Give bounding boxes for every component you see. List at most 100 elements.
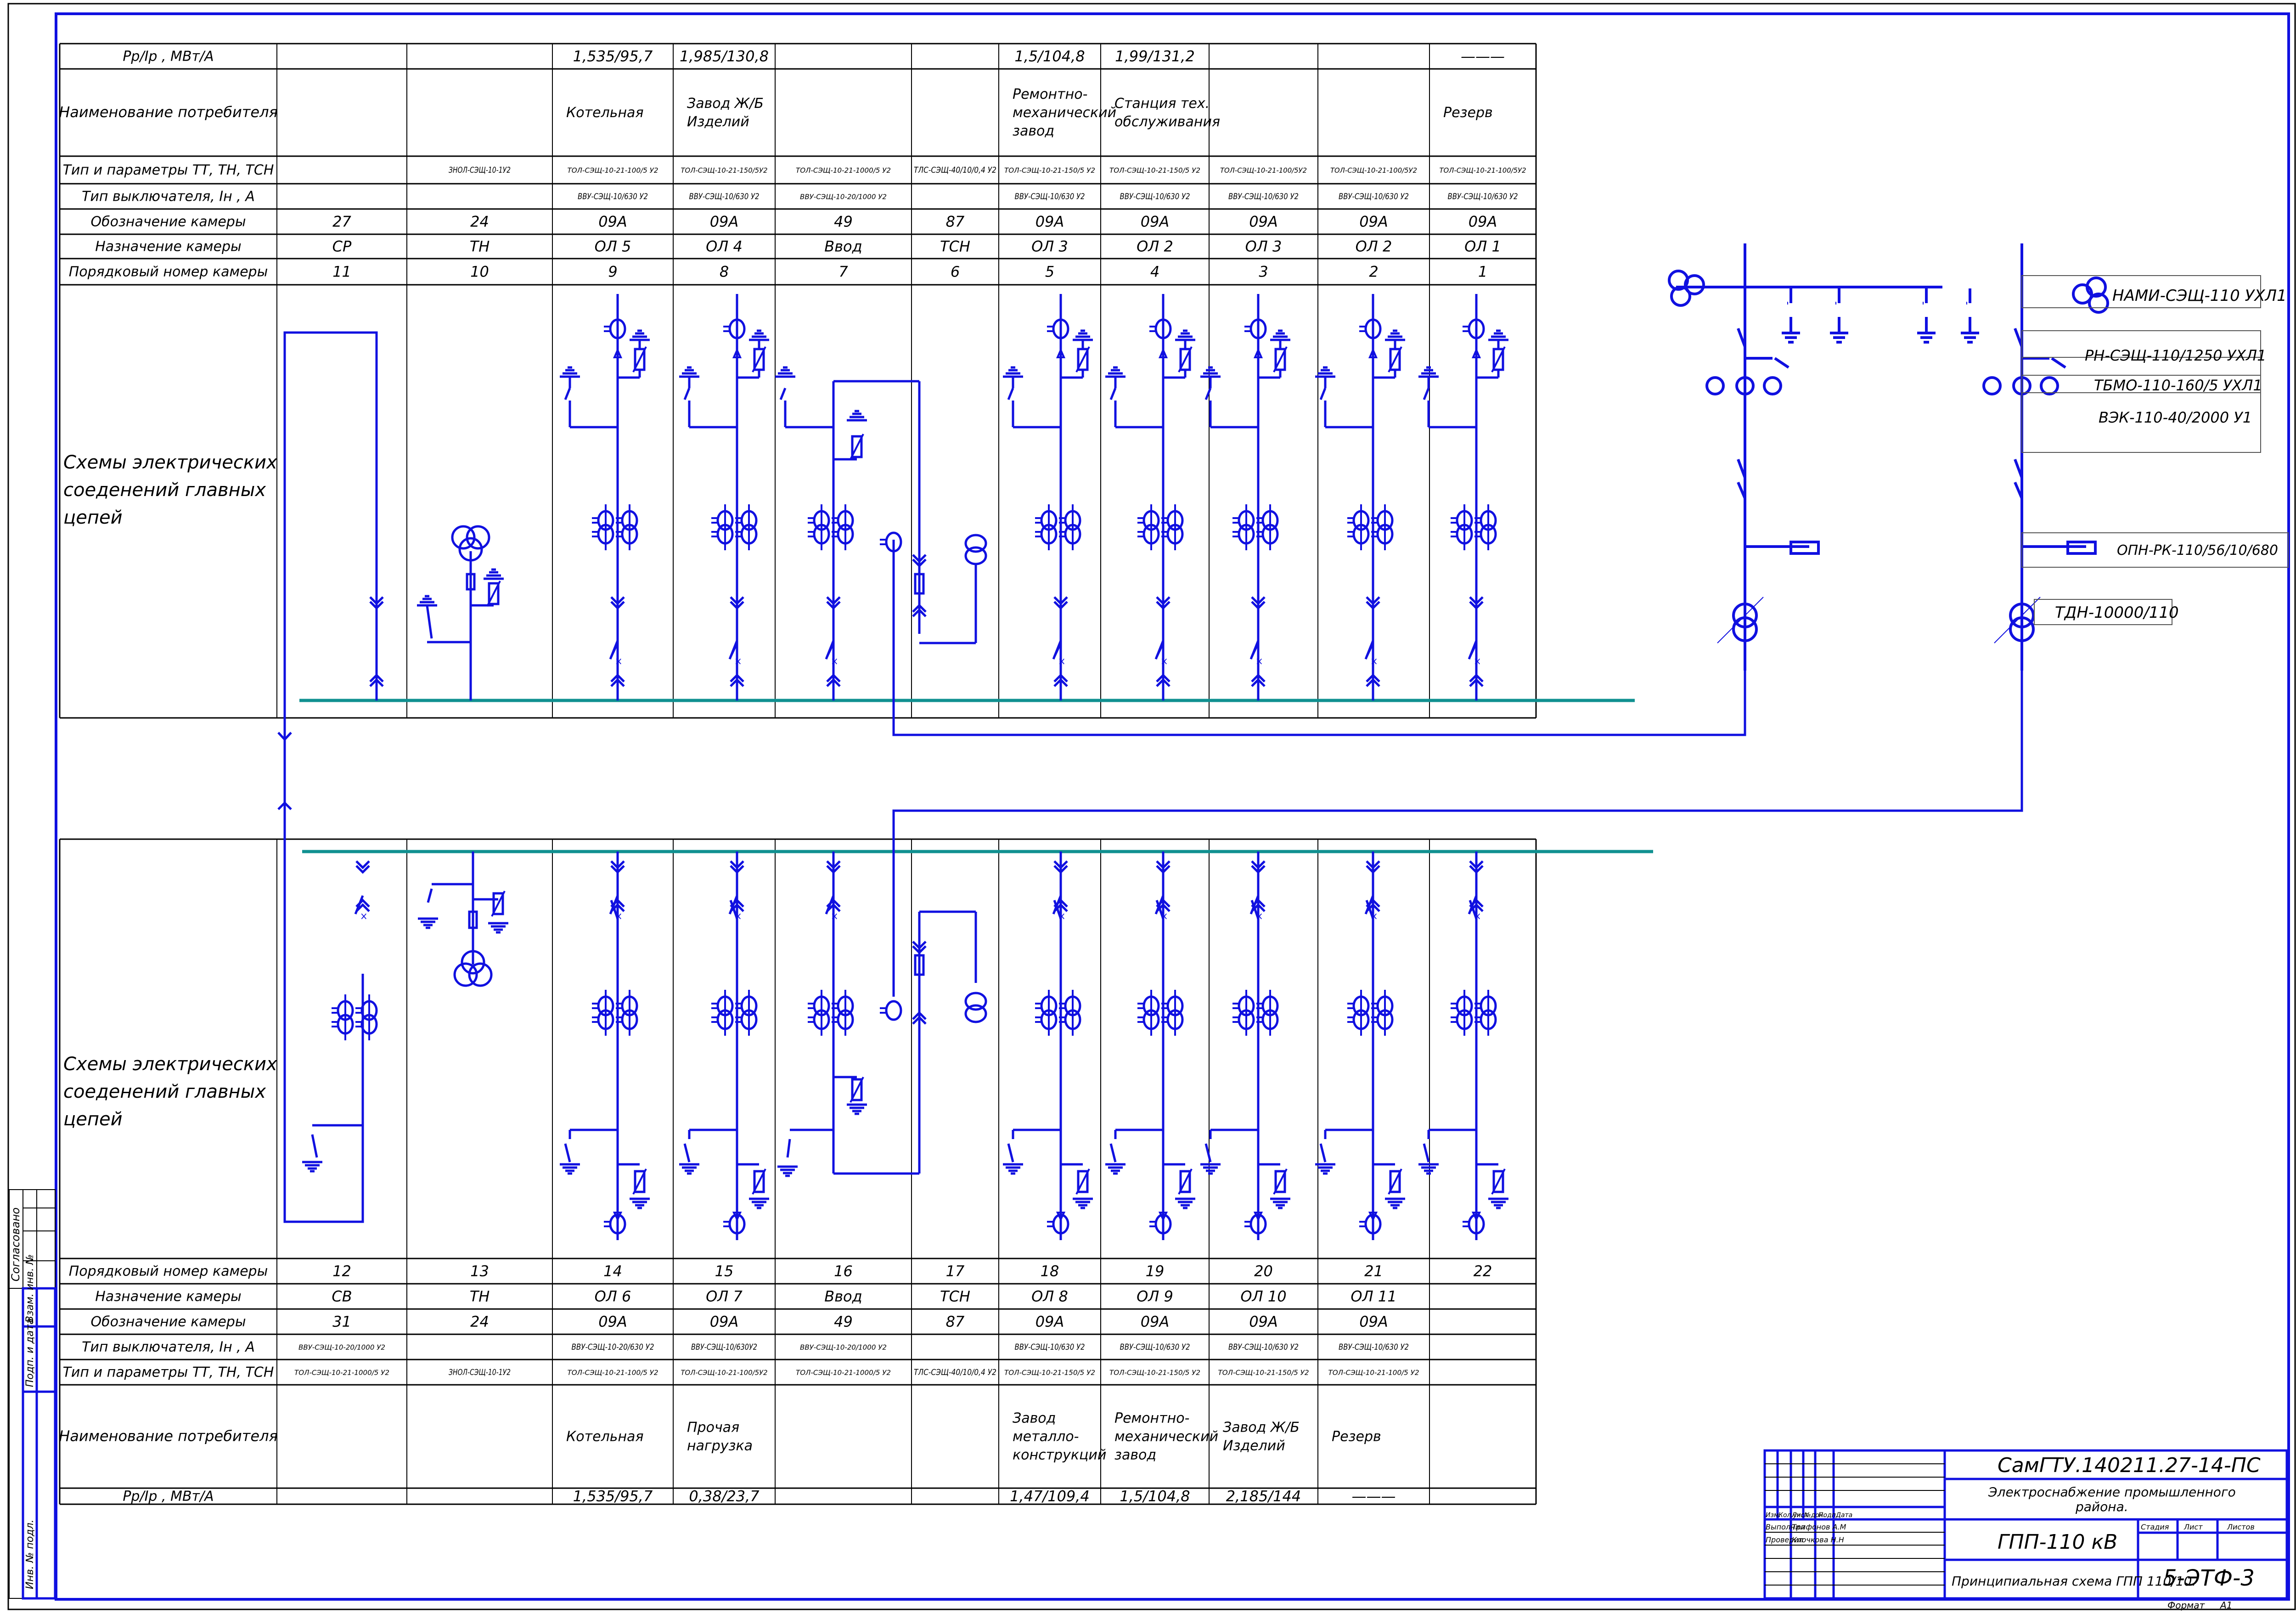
lower-schematic-label-line: Схемы электрических xyxy=(63,1054,277,1075)
cell-consumer: Станция тех. xyxy=(1114,96,1210,112)
cell-designation: 09А xyxy=(1249,1313,1278,1331)
cell-purpose: ТСН xyxy=(940,1288,970,1305)
cell-number: 9 xyxy=(608,263,617,281)
cell-breaker: ВВУ-СЭЩ-10/630 У2 xyxy=(1339,1343,1409,1352)
title-col-header: Кол.уч. xyxy=(1778,1512,1803,1519)
cell-consumer: Резерв xyxy=(1332,1429,1381,1445)
cell-designation: 09А xyxy=(1249,213,1278,231)
svg-text:×: × xyxy=(734,656,742,667)
cell-number: 1 xyxy=(1478,263,1487,281)
cell-consumer: Завод Ж/Б xyxy=(1223,1420,1300,1436)
lower-schematic-label-line: цепей xyxy=(63,1109,123,1130)
cell-purpose: ОЛ 2 xyxy=(1137,238,1173,255)
sectional-link xyxy=(277,331,378,1223)
cell-designation: 09А xyxy=(1141,1313,1170,1331)
cell-purpose: ОЛ 7 xyxy=(706,1288,743,1305)
cell-number: 18 xyxy=(1041,1263,1059,1280)
format-value: A1 xyxy=(2219,1600,2232,1611)
feed-line-t1 xyxy=(892,540,1746,736)
cell-number: 12 xyxy=(332,1263,351,1280)
sectional-breaker-cell: × xyxy=(302,860,378,1173)
label-breaker: ВЭК-110-40/2000 У1 xyxy=(2099,409,2252,426)
feeder-cell-upper: × xyxy=(1003,294,1093,700)
cell-purpose: ТН xyxy=(470,238,490,255)
cell-number: 15 xyxy=(715,1263,734,1280)
cell-number: 16 xyxy=(834,1263,853,1280)
row-label-consumer: Наименование потребителя xyxy=(59,1428,278,1445)
cell-power: 1,99/131,2 xyxy=(1115,48,1195,65)
cell-consumer: Ремонтно- xyxy=(1013,86,1087,102)
cell-consumer: металло- xyxy=(1013,1429,1079,1445)
cell-designation: 27 xyxy=(332,213,351,231)
upper-schematic-label: Схемы электрических соеденений главных ц… xyxy=(63,452,277,528)
cell-purpose: СР xyxy=(332,238,352,255)
title-col-header: №док. xyxy=(1804,1512,1825,1519)
stamp-sign-date: Подп. и дата xyxy=(24,1318,36,1387)
cell-consumer: Завод xyxy=(1013,1411,1056,1427)
svg-text:×: × xyxy=(1058,911,1066,922)
object-name: ГПП-110 кВ xyxy=(1998,1530,2117,1554)
cell-ct_type: ТЛС-СЭЩ-40/10/0,4 У2 xyxy=(914,1368,996,1377)
feeder-cell-lower: × xyxy=(1315,852,1405,1240)
cell-purpose: ОЛ 3 xyxy=(1245,238,1282,255)
cell-designation: 09А xyxy=(598,213,627,231)
cell-ct_type: ТОЛ-СЭЩ-10-21-150/5 У2 xyxy=(1004,166,1095,175)
hv-110kv-scheme xyxy=(1668,243,2109,671)
svg-text:×: × xyxy=(1370,911,1378,922)
cell-number: 5 xyxy=(1045,263,1054,281)
row-label-purpose: Назначение камеры xyxy=(95,239,242,255)
hv-labels: НАМИ-СЭЩ-110 УХЛ1 РН-СЭЩ-110/1250 УХЛ1 Т… xyxy=(2021,275,2289,625)
name-checked: Клочкова Н.Н xyxy=(1792,1535,1844,1544)
name-done: Трифонов А.М xyxy=(1792,1523,1846,1531)
feeder-cell-lower: × xyxy=(1105,852,1195,1240)
cell-purpose: ОЛ 8 xyxy=(1031,1288,1068,1305)
cell-breaker: ВВУ-СЭЩ-10/630 У2 xyxy=(578,192,648,202)
cell-ct_type: ТОЛ-СЭЩ-10-21-150/5 У2 xyxy=(1109,166,1200,175)
cell-consumer: Завод Ж/Б xyxy=(687,96,764,112)
svg-text:×: × xyxy=(1255,911,1263,922)
stamp-inv-orig: Инв. № подл. xyxy=(24,1519,36,1589)
row-label-consumer: Наименование потребителя xyxy=(59,103,278,121)
cell-number: 17 xyxy=(946,1263,965,1280)
svg-text:×: × xyxy=(615,911,623,922)
cell-ct_type: ТОЛ-СЭЩ-10-21-150/5 У2 xyxy=(1004,1369,1095,1377)
cell-purpose: ОЛ 6 xyxy=(595,1288,631,1305)
cell-number: 22 xyxy=(1474,1263,1492,1280)
cell-designation: 09А xyxy=(1141,213,1170,231)
cell-breaker: ВВУ-СЭЩ-10/630 У2 xyxy=(689,192,760,202)
sheets-header: Листов xyxy=(2227,1523,2255,1531)
row-label-ct_type: Тип и параметры ТТ, ТН, ТСН xyxy=(63,162,274,178)
feeder-cell-upper: × xyxy=(1200,294,1290,700)
cell-purpose: СВ xyxy=(332,1288,352,1305)
lower-schematic-label-line: соеденений главных xyxy=(63,1081,266,1102)
cell-designation: 09А xyxy=(1359,1313,1388,1331)
cell-ct_type: ТОЛ-СЭЩ-10-21-100/5У2 xyxy=(1440,166,1526,175)
feeder-cell-upper: × xyxy=(1315,294,1405,700)
cell-purpose: ОЛ 10 xyxy=(1240,1288,1286,1305)
cell-ct_type: ТОЛ-СЭЩ-10-21-1000/5 У2 xyxy=(294,1369,389,1377)
cell-number: 6 xyxy=(951,263,960,281)
cell-ct_type: ТОЛ-СЭЩ-10-21-150/5 У2 xyxy=(1218,1369,1309,1377)
cell-consumer: Котельная xyxy=(566,1429,644,1445)
cell-ct_type: ЗНОЛ-СЭЩ-10-1У2 xyxy=(449,165,511,175)
row-label-power: Pр/Iр , МВт/А xyxy=(123,1489,214,1505)
side-stamp: Согласовано Взам. инв. № Подп. и дата Ин… xyxy=(9,1189,56,1600)
cell-power: 1,47/109,4 xyxy=(1010,1488,1090,1505)
row-label-ct_type: Тип и параметры ТТ, ТН, ТСН xyxy=(63,1365,274,1381)
title-col-header: Подп. xyxy=(1818,1512,1838,1519)
cell-purpose: ОЛ 5 xyxy=(595,238,631,255)
feeder-cell-lower: × xyxy=(560,852,650,1240)
format-label: Формат xyxy=(2167,1600,2205,1611)
cell-consumer: нагрузка xyxy=(687,1438,753,1454)
cell-ct_type: ТОЛ-СЭЩ-10-21-100/5 У2 xyxy=(568,1369,658,1377)
group-code: 5-ЭТФ-3 xyxy=(2163,1565,2255,1591)
vt-cell-lower xyxy=(418,852,508,987)
cell-purpose: ОЛ 2 xyxy=(1356,238,1392,255)
cell-number: 10 xyxy=(470,263,489,281)
svg-text:×: × xyxy=(1058,656,1066,667)
cell-designation: 31 xyxy=(332,1313,351,1331)
cell-breaker: ВВУ-СЭЩ-10/630 У2 xyxy=(1120,192,1190,202)
label-arrester: ОПН-РК-110/56/10/680 xyxy=(2117,542,2278,559)
cell-designation: 09А xyxy=(598,1313,627,1331)
